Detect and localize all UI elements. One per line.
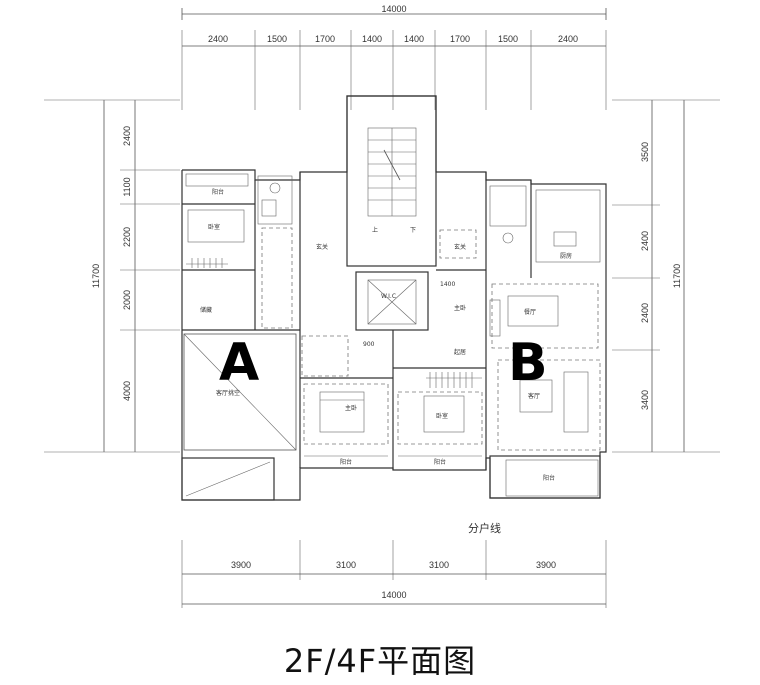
dim-900-label: 900 bbox=[363, 341, 375, 348]
b-lounge-label: 起居 bbox=[454, 348, 466, 356]
top-dimension-3: 1700 bbox=[315, 34, 335, 44]
left-dimension-chain: 2400 1100 2200 2000 4000 11700 bbox=[44, 99, 180, 453]
bedroom-mid-right-label: 卧室 bbox=[436, 412, 448, 420]
top-dimension-4: 1400 bbox=[362, 34, 382, 44]
top-dimension-5: 1400 bbox=[404, 34, 424, 44]
drawing-title: 2F/4F平面图 bbox=[283, 642, 477, 680]
a-bedroom-label: 卧室 bbox=[208, 223, 220, 231]
bottom-total-dimension: 14000 bbox=[381, 590, 406, 600]
left-dimension-3: 2200 bbox=[122, 227, 132, 247]
bottom-dimension-chain: 3900 3100 3100 3900 14000 bbox=[181, 540, 607, 608]
bedroom-mid-left-label: 主卧 bbox=[345, 404, 357, 412]
unit-label-a: A bbox=[219, 333, 259, 393]
left-dimension-4: 2000 bbox=[122, 290, 132, 310]
bottom-dimension-4: 3900 bbox=[536, 560, 556, 570]
a-balcony-top-label: 阳台 bbox=[212, 188, 224, 196]
top-dimension-8: 2400 bbox=[558, 34, 578, 44]
plan-walls: 上 下 W.I.C 阳台 卧室 储藏 客厅挑空 bbox=[181, 95, 607, 501]
b-foyer-label: 玄关 bbox=[454, 243, 466, 251]
b-living-label: 客厅 bbox=[528, 392, 540, 400]
b-bedroom-small-label: 主卧 bbox=[454, 304, 466, 312]
top-dimension-6: 1700 bbox=[450, 34, 470, 44]
left-total-dimension: 11700 bbox=[91, 264, 101, 288]
walkin-closet-label: W.I.C bbox=[381, 293, 396, 300]
bottom-dimension-3: 3100 bbox=[429, 560, 449, 570]
left-dimension-5: 4000 bbox=[122, 381, 132, 401]
a-foyer-label: 玄关 bbox=[316, 243, 328, 251]
right-dimension-4: 3400 bbox=[640, 390, 650, 410]
b-dining-label: 餐厅 bbox=[524, 308, 536, 316]
balcony-mid-right-label: 阳台 bbox=[434, 458, 446, 466]
b-kitchen-label: 厨房 bbox=[560, 252, 572, 260]
top-dimension-7: 1500 bbox=[498, 34, 518, 44]
divider-label: 分户线 bbox=[468, 521, 501, 535]
b-balcony-label: 阳台 bbox=[543, 474, 555, 482]
a-storage-label: 储藏 bbox=[200, 306, 212, 314]
bottom-dimension-2: 3100 bbox=[336, 560, 356, 570]
top-total-dimension: 14000 bbox=[381, 4, 406, 14]
stair-up-label: 上 bbox=[372, 226, 378, 234]
unit-label-b: B bbox=[508, 333, 548, 393]
a-living-label: 客厅挑空 bbox=[216, 389, 240, 397]
right-total-dimension: 11700 bbox=[672, 264, 682, 288]
top-dimension-1: 2400 bbox=[208, 34, 228, 44]
right-dimension-chain: 3500 2400 2400 3400 11700 bbox=[612, 99, 720, 453]
bottom-dimension-1: 3900 bbox=[231, 560, 251, 570]
top-dimension-2: 1500 bbox=[267, 34, 287, 44]
balcony-mid-left-label: 阳台 bbox=[340, 458, 352, 466]
top-dimension-chain: 14000 2400 1500 1700 1400 1400 1700 1500… bbox=[181, 4, 607, 110]
left-dimension-2: 1100 bbox=[122, 177, 132, 196]
right-dimension-3: 2400 bbox=[640, 303, 650, 323]
dim-1400-label: 1400 bbox=[440, 281, 455, 288]
right-dimension-2: 2400 bbox=[640, 231, 650, 251]
right-dimension-1: 3500 bbox=[640, 142, 650, 162]
stair-down-label: 下 bbox=[410, 227, 416, 234]
left-dimension-1: 2400 bbox=[122, 126, 132, 146]
